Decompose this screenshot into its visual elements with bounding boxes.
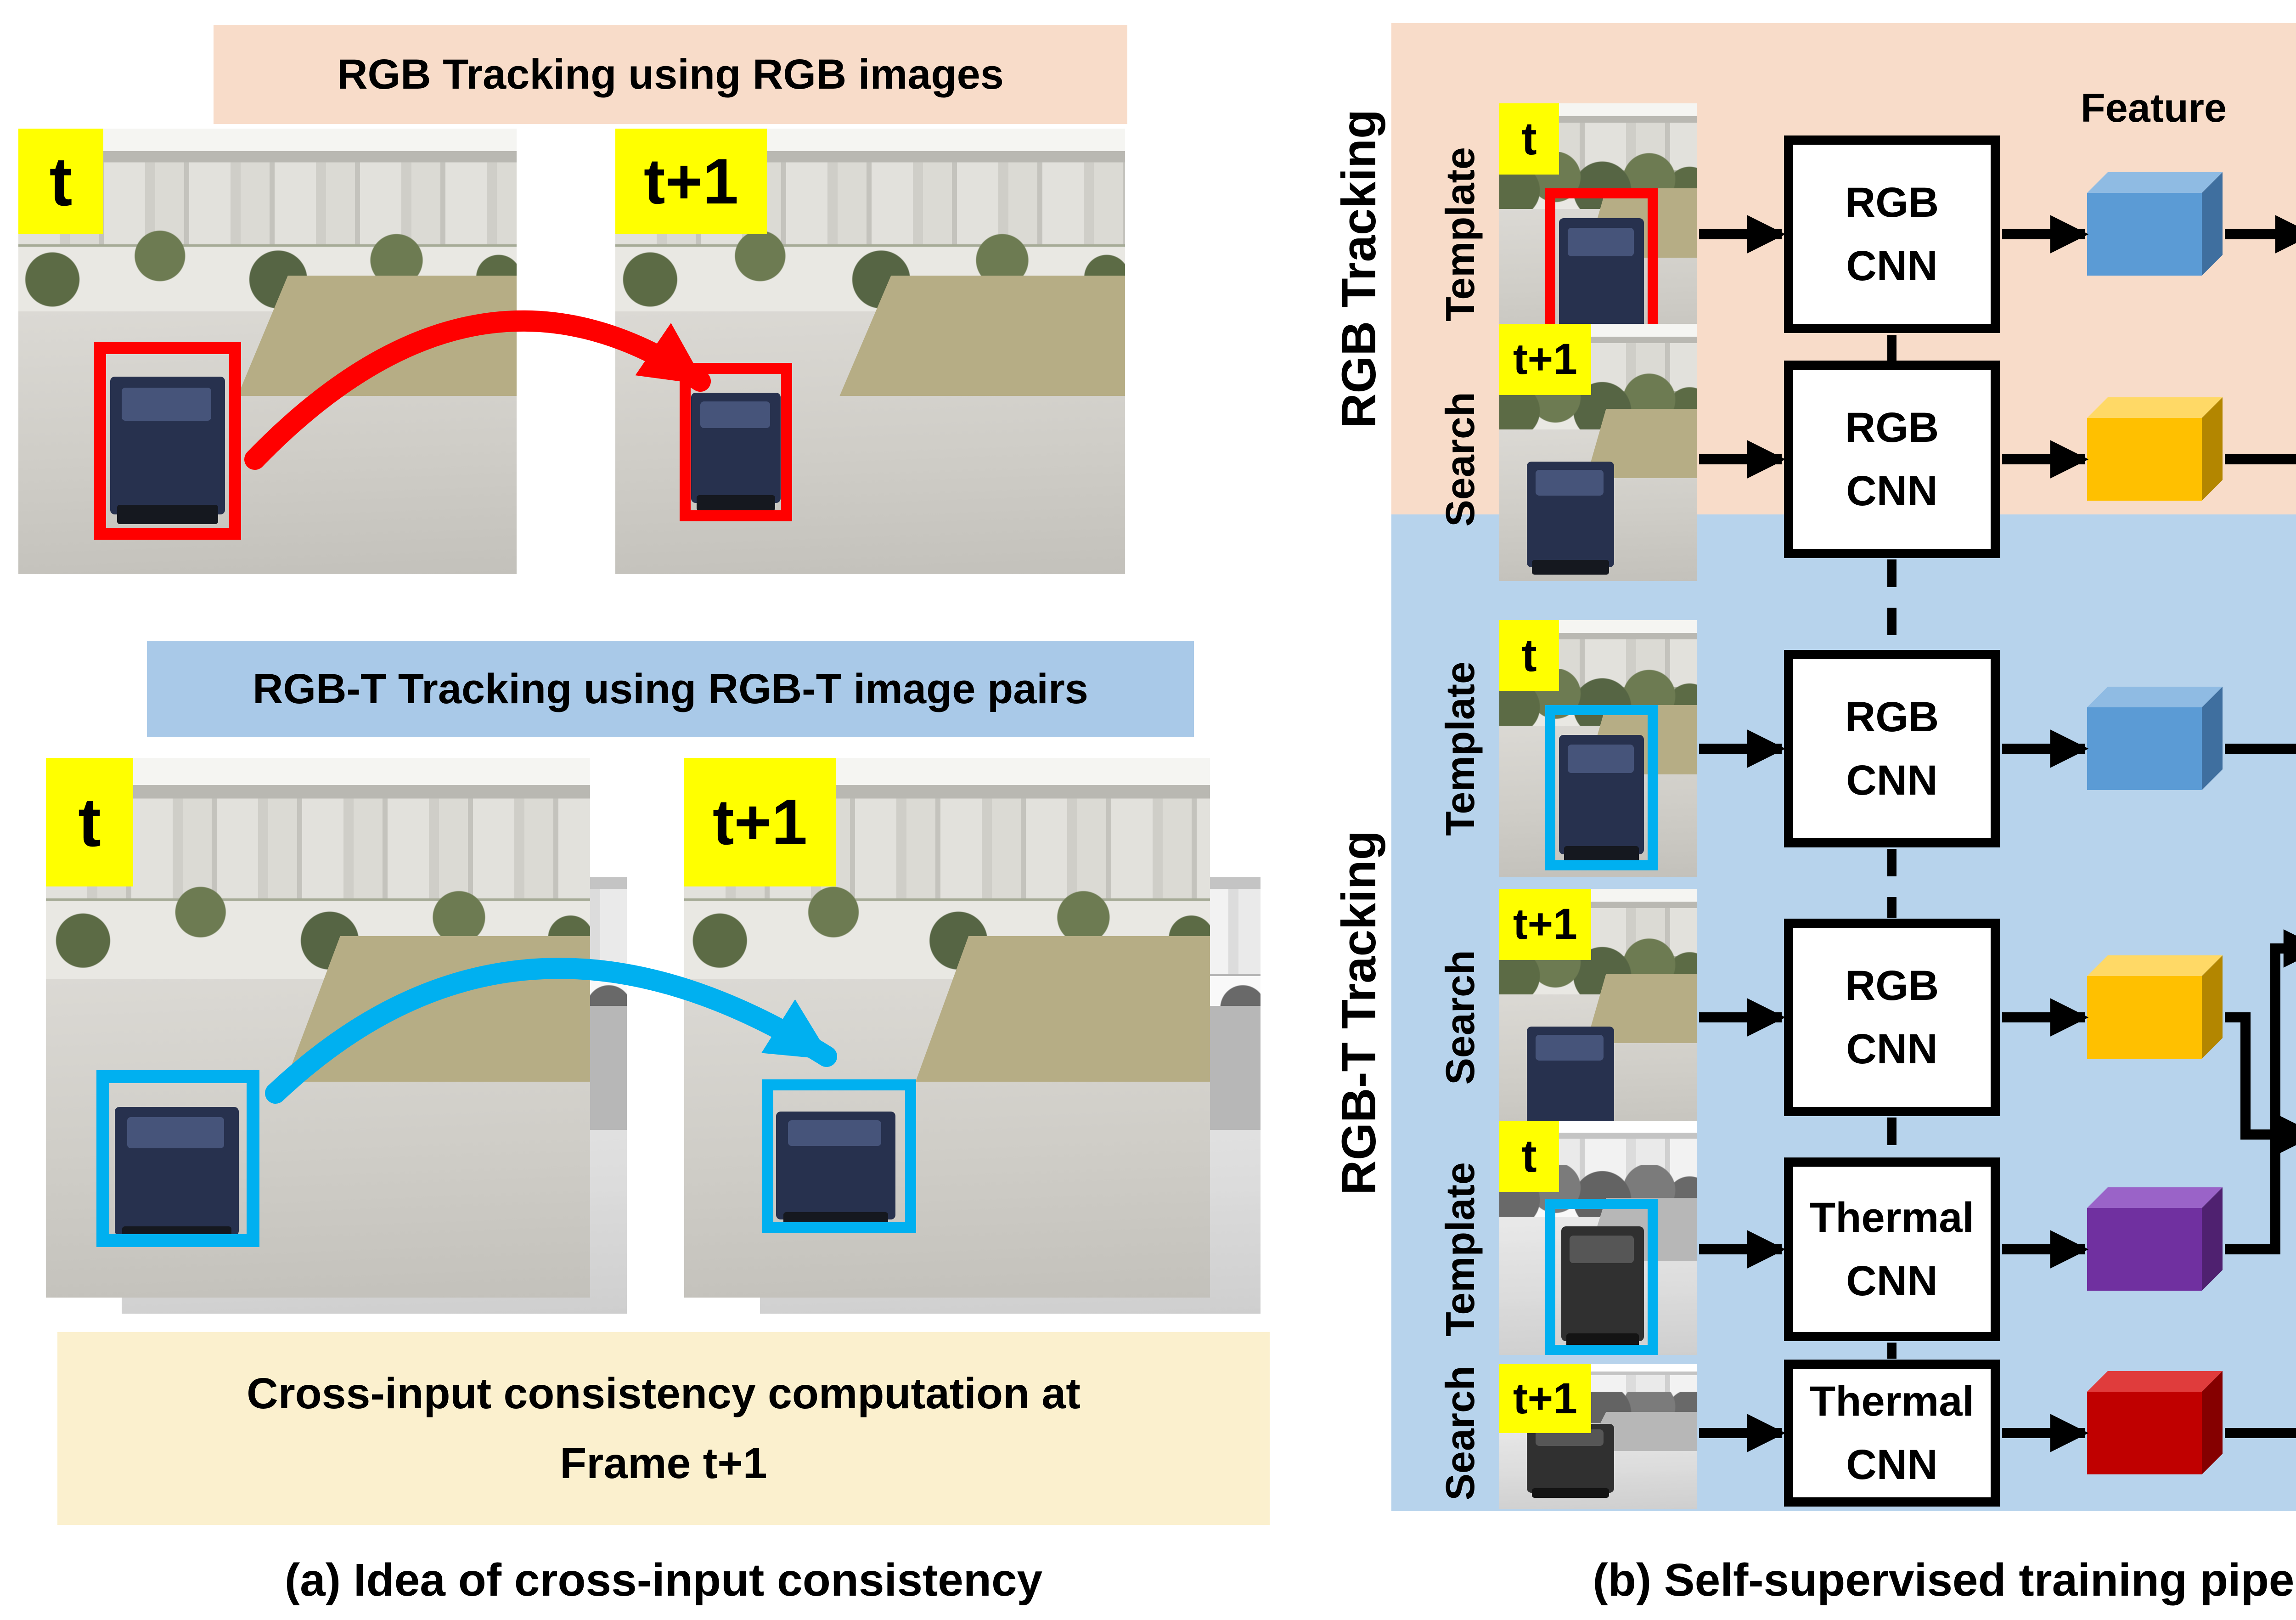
thumb-thermal-search-t1: t+1 [1499, 1364, 1697, 1509]
thumb-rgb-search-t1: t+1 [1499, 324, 1697, 581]
thumb-rgb-template-t: t [1499, 103, 1697, 361]
target-bbox-red [680, 363, 792, 521]
frame-tag-t1: t+1 [1499, 889, 1591, 960]
rgb-tracking-header-text: RGB Tracking using RGB images [337, 51, 1004, 98]
note-box: Cross-input consistency computation at F… [57, 1332, 1270, 1525]
motion-arc-cyan [265, 958, 837, 1104]
frame-tag-t: t [1499, 103, 1559, 175]
target-bbox-cyan [762, 1079, 916, 1233]
arrow [2225, 454, 2296, 464]
arrow [2225, 1428, 2296, 1438]
note-line-1: Cross-input consistency computation at [247, 1369, 1080, 1418]
rgbt-tracking-header: RGB-T Tracking using RGB-T image pairs [147, 641, 1194, 737]
arrow [2225, 1012, 2296, 1154]
rgbt-frame-t1: t+1 [684, 758, 1210, 1298]
street-scene [684, 758, 1210, 1298]
thumb-rgbt-template-t: t [1499, 620, 1697, 877]
feature-cube-rgbt-template [2087, 687, 2223, 790]
frame-tag-t1: t+1 [684, 758, 836, 886]
feature-cube-thermal-template [2087, 1187, 2223, 1291]
frame-tag-t: t [46, 758, 133, 886]
truck [691, 393, 781, 511]
target-bbox-red [94, 342, 241, 540]
target-bbox-cyan [96, 1070, 259, 1247]
target-bbox-cyan [1545, 1199, 1658, 1355]
feature-cube-rgbt-search [2087, 955, 2223, 1059]
truck [776, 1112, 895, 1227]
target-bbox-cyan [1545, 705, 1658, 870]
rgb-frame-t: t [18, 129, 517, 574]
feature-cube-rgb-search [2087, 397, 2223, 501]
thumb-thermal-template-t: t [1499, 1121, 1697, 1355]
feature-cube-rgb-template [2087, 172, 2223, 276]
frame-tag-t: t [1499, 620, 1559, 691]
thumb-rgbt-search-t1: t+1 [1499, 889, 1697, 1146]
rgbt-tracking-header-text: RGB-T Tracking using RGB-T image pairs [253, 665, 1088, 712]
caption-b: (b) Self-supervised training pipeline ba… [1593, 1554, 2296, 1606]
caption-a: (a) Idea of cross-input consistency [284, 1554, 1043, 1606]
feature-label: Feature [2081, 85, 2227, 130]
frame-tag-t: t [1499, 1121, 1559, 1192]
arrow [2225, 929, 2296, 1254]
rgb-tracking-header: RGB Tracking using RGB images [214, 25, 1127, 124]
motion-arc-red [244, 310, 711, 470]
frame-tag-t1: t+1 [1499, 324, 1591, 395]
arrow [2225, 744, 2296, 754]
truck [115, 1107, 239, 1245]
frame-tag-t1: t+1 [1499, 1364, 1591, 1433]
frame-tag-t1: t+1 [615, 129, 767, 234]
note-line-2: Frame t+1 [560, 1439, 767, 1488]
truck [110, 377, 225, 524]
feature-cube-thermal-search [2087, 1371, 2223, 1474]
frame-tag-t: t [18, 129, 103, 234]
